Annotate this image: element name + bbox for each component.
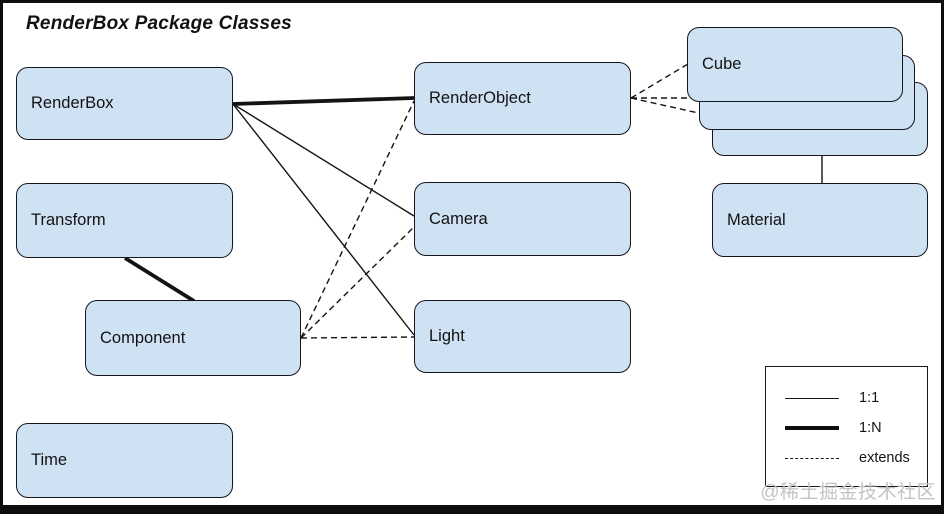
edge-renderobject-cube-back [630, 97, 713, 117]
edge-renderbox-light [232, 103, 415, 336]
class-box-label: RenderObject [429, 89, 531, 107]
edge-component-camera [300, 226, 415, 339]
legend-row-1-1: 1:1 [766, 383, 927, 413]
edge-component-light [300, 336, 415, 339]
legend-line-sample-dashed [785, 457, 839, 459]
diagram-title: RenderBox Package Classes [26, 13, 292, 34]
class-box-label: Transform [31, 211, 106, 229]
class-box-light: Light [414, 300, 631, 373]
legend-row-extends: extends [766, 443, 927, 473]
class-box-label: Component [100, 328, 186, 347]
edge-renderbox-camera [232, 103, 415, 217]
class-box-material: Material [712, 183, 928, 257]
class-box-renderobject: RenderObject [414, 62, 631, 135]
legend-label: 1:1 [859, 390, 880, 406]
class-box-label: Light [429, 327, 465, 345]
watermark-text: @稀土掘金技术社区 [760, 482, 936, 503]
class-box-component: Component [85, 300, 301, 376]
class-box-label: Material [727, 210, 786, 229]
edge-transform-component [123, 256, 196, 303]
class-box-label: Cube [702, 55, 742, 73]
legend-line-sample-thick [785, 426, 839, 430]
class-box-cube: Cube [687, 27, 903, 102]
legend-box: 1:1 1:N extends [765, 366, 928, 487]
class-box-label: RenderBox [31, 94, 114, 112]
legend-line-sample-thin [785, 397, 839, 399]
class-box-camera: Camera [414, 182, 631, 256]
legend-label: extends [859, 450, 910, 466]
legend-label: 1:N [859, 420, 882, 436]
class-box-renderbox: RenderBox [16, 67, 233, 140]
edge-component-renderobject [300, 100, 415, 339]
class-box-transform: Transform [16, 183, 233, 258]
legend-row-1-n: 1:N [766, 413, 927, 443]
edge-renderbox-renderobject [232, 96, 415, 106]
class-box-label: Camera [429, 209, 488, 228]
class-box-label: Time [31, 451, 68, 469]
class-box-time: Time [16, 423, 233, 498]
edge-renderobject-cube [630, 63, 689, 99]
